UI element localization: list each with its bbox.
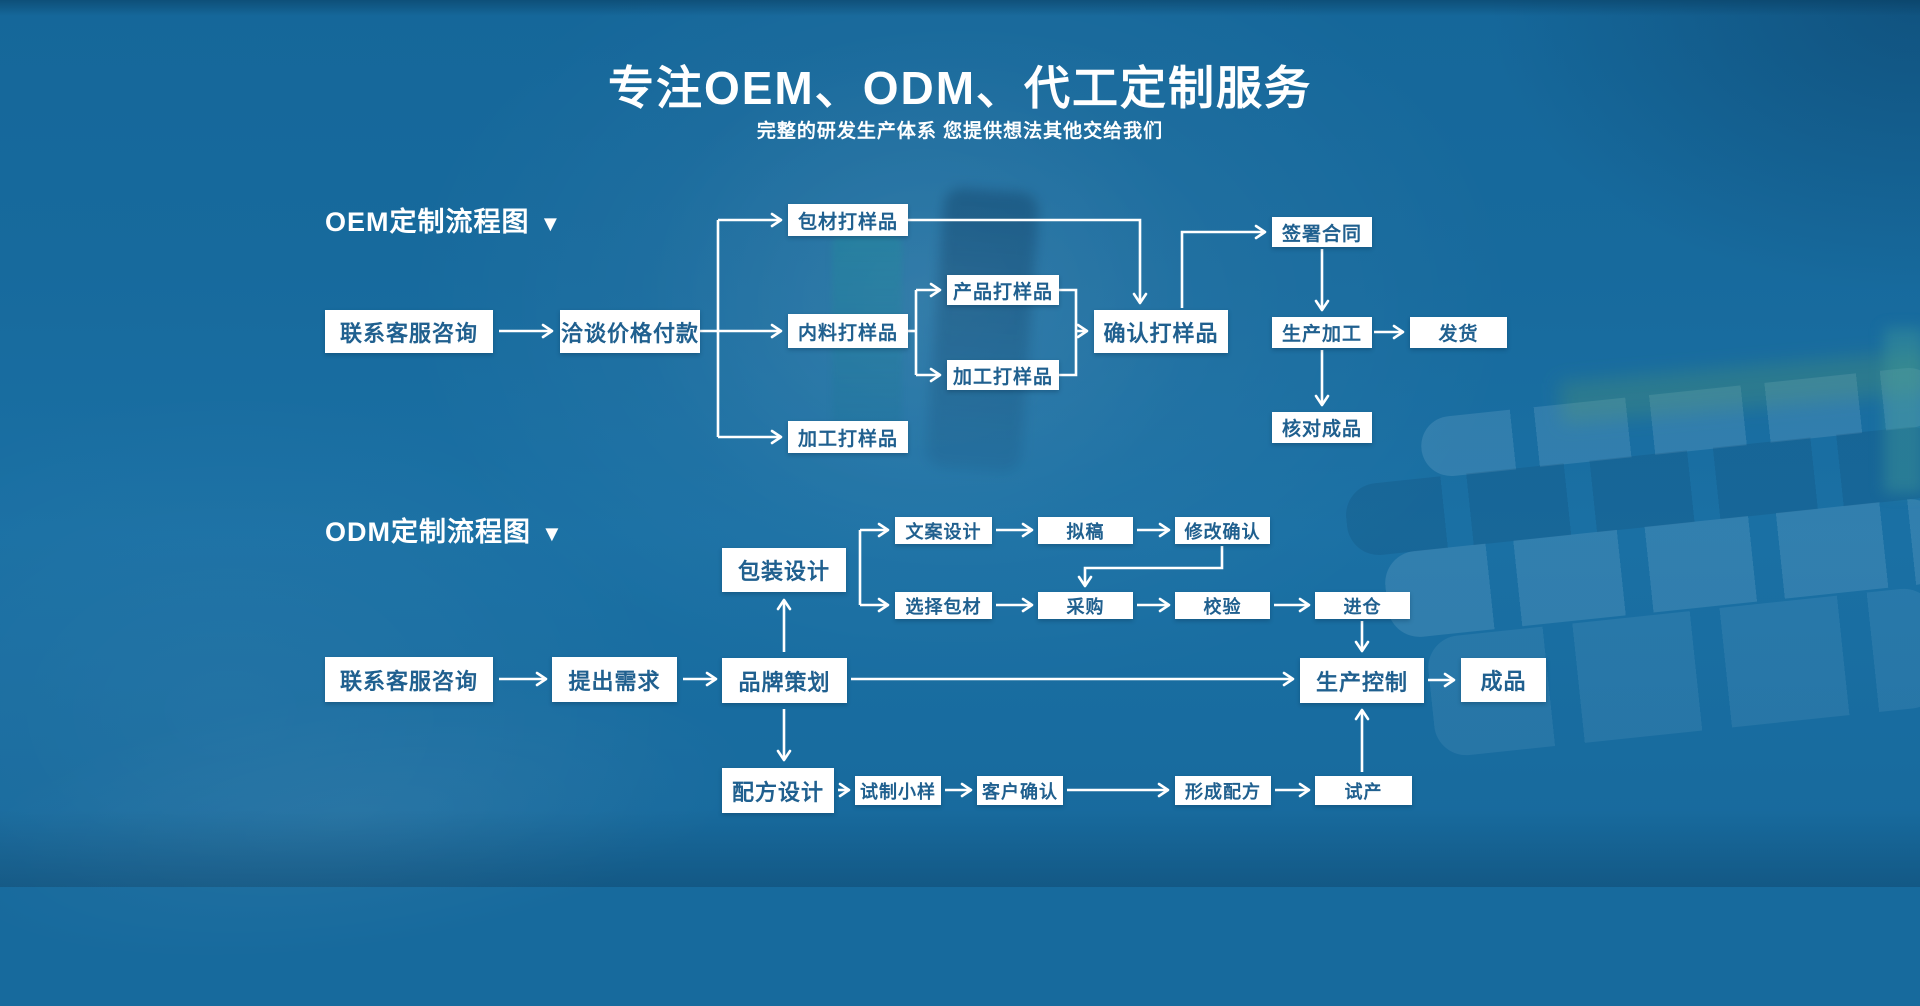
node-odm-draft: 拟稿: [1038, 517, 1133, 544]
odm-connectors: [499, 522, 1456, 798]
node-oem-product-sample: 产品打样品: [947, 275, 1059, 305]
flowchart-connectors: [499, 212, 1456, 798]
node-odm-formula-design: 配方设计: [722, 768, 834, 813]
odm-section-label: ODM定制流程图: [325, 517, 531, 547]
node-oem-inner-material-sample: 内料打样品: [788, 314, 908, 348]
oem-section-title: OEM定制流程图 ▼: [325, 200, 562, 239]
node-oem-confirm-sample: 确认打样品: [1094, 310, 1228, 353]
node-odm-brand-planning: 品牌策划: [722, 658, 847, 703]
node-odm-production-control: 生产控制: [1300, 658, 1424, 703]
oem-connectors: [499, 212, 1405, 445]
node-oem-processing-sample-branch: 加工打样品: [788, 421, 908, 453]
node-oem-negotiate-price: 洽谈价格付款: [560, 310, 700, 353]
node-oem-processing-sample: 加工打样品: [947, 360, 1059, 390]
node-odm-trial-production: 试产: [1315, 776, 1412, 805]
node-odm-inspection: 校验: [1175, 592, 1270, 619]
node-oem-sign-contract: 签署合同: [1272, 217, 1372, 247]
node-odm-finished-product: 成品: [1461, 658, 1546, 702]
page-subtitle: 完整的研发生产体系 您提供想法其他交给我们: [756, 121, 1164, 142]
page-title: 专注OEM、ODM、代工定制服务: [607, 62, 1313, 114]
oem-section-label: OEM定制流程图: [325, 207, 530, 237]
node-odm-warehousing: 进仓: [1315, 592, 1410, 619]
node-odm-client-confirm: 客户确认: [977, 776, 1063, 805]
node-odm-select-packaging: 选择包材: [895, 592, 992, 619]
node-oem-shipping: 发货: [1410, 317, 1507, 348]
node-odm-trial-sample: 试制小样: [855, 776, 941, 805]
odm-section-title: ODM定制流程图 ▼: [325, 510, 564, 549]
node-odm-purchasing: 采购: [1038, 592, 1133, 619]
node-odm-raise-requirements: 提出需求: [552, 657, 677, 702]
node-odm-form-formula: 形成配方: [1175, 776, 1271, 805]
triangle-down-icon: ▼: [539, 211, 563, 236]
node-oem-check-finished-goods: 核对成品: [1272, 412, 1372, 443]
node-oem-contact: 联系客服咨询: [325, 310, 493, 353]
node-odm-revision-confirm: 修改确认: [1175, 517, 1270, 544]
node-odm-copy-design: 文案设计: [895, 517, 992, 544]
node-odm-packaging-design: 包装设计: [722, 548, 846, 592]
node-oem-packaging-sample: 包材打样品: [788, 204, 908, 236]
node-oem-production-processing: 生产加工: [1272, 317, 1372, 348]
triangle-down-icon: ▼: [541, 521, 564, 546]
node-odm-contact: 联系客服咨询: [325, 657, 493, 702]
